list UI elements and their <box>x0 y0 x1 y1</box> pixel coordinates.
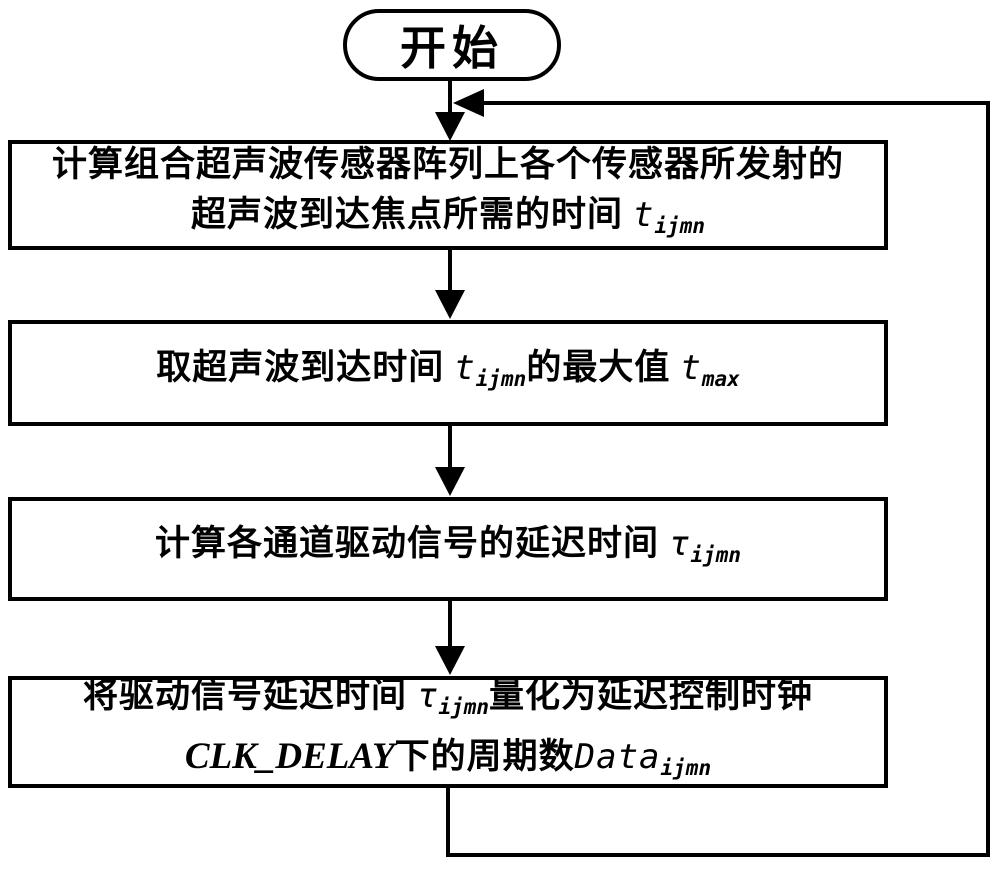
math-var-tau: τ <box>669 524 690 564</box>
math-subscript: max <box>702 367 740 391</box>
math-subscript: ijmn <box>654 214 705 238</box>
process-compute-delay-times: 计算各通道驱动信号的延迟时间τijmn <box>8 497 888 601</box>
arrow-box2-to-box3 <box>435 426 465 496</box>
process-text-line: 将驱动信号延迟时间τijmn量化为延迟控制时钟 <box>83 671 813 732</box>
arrow-box1-to-box2 <box>435 250 465 319</box>
math-var-tau: τ <box>417 676 438 716</box>
process-quantize-delay: 将驱动信号延迟时间τijmn量化为延迟控制时钟 CLK_DELAY下的周期数Da… <box>8 676 888 788</box>
math-subscript: ijmn <box>476 367 527 391</box>
process-text-line: 计算各通道驱动信号的延迟时间τijmn <box>155 519 741 580</box>
start-terminator: 开始 <box>343 9 561 81</box>
process-text-line: 超声波到达焦点所需的时间tijmn <box>191 190 705 251</box>
process-text-line: CLK_DELAY下的周期数Dataijmn <box>185 732 711 793</box>
process-text-line: 计算组合超声波传感器阵列上各个传感器所发射的 <box>52 140 844 190</box>
math-var-t: t <box>633 195 654 235</box>
process-find-max-time: 取超声波到达时间tijmn的最大值tmax <box>8 320 888 426</box>
math-var-t: t <box>680 348 701 388</box>
process-compute-arrival-times: 计算组合超声波传感器阵列上各个传感器所发射的 超声波到达焦点所需的时间tijmn <box>8 140 888 250</box>
math-var-t: t <box>454 348 475 388</box>
math-subscript: ijmn <box>690 543 741 567</box>
math-var-clk-delay: CLK_DELAY <box>185 736 395 777</box>
start-label: 开始 <box>400 12 504 78</box>
process-text-line: 取超声波到达时间tijmn的最大值tmax <box>156 343 740 404</box>
math-subscript: ijmn <box>661 756 712 780</box>
math-subscript: ijmn <box>438 695 489 719</box>
math-var-data: Data <box>575 737 661 777</box>
arrow-box3-to-box4 <box>435 601 465 675</box>
arrow-start-to-box1 <box>435 81 465 141</box>
